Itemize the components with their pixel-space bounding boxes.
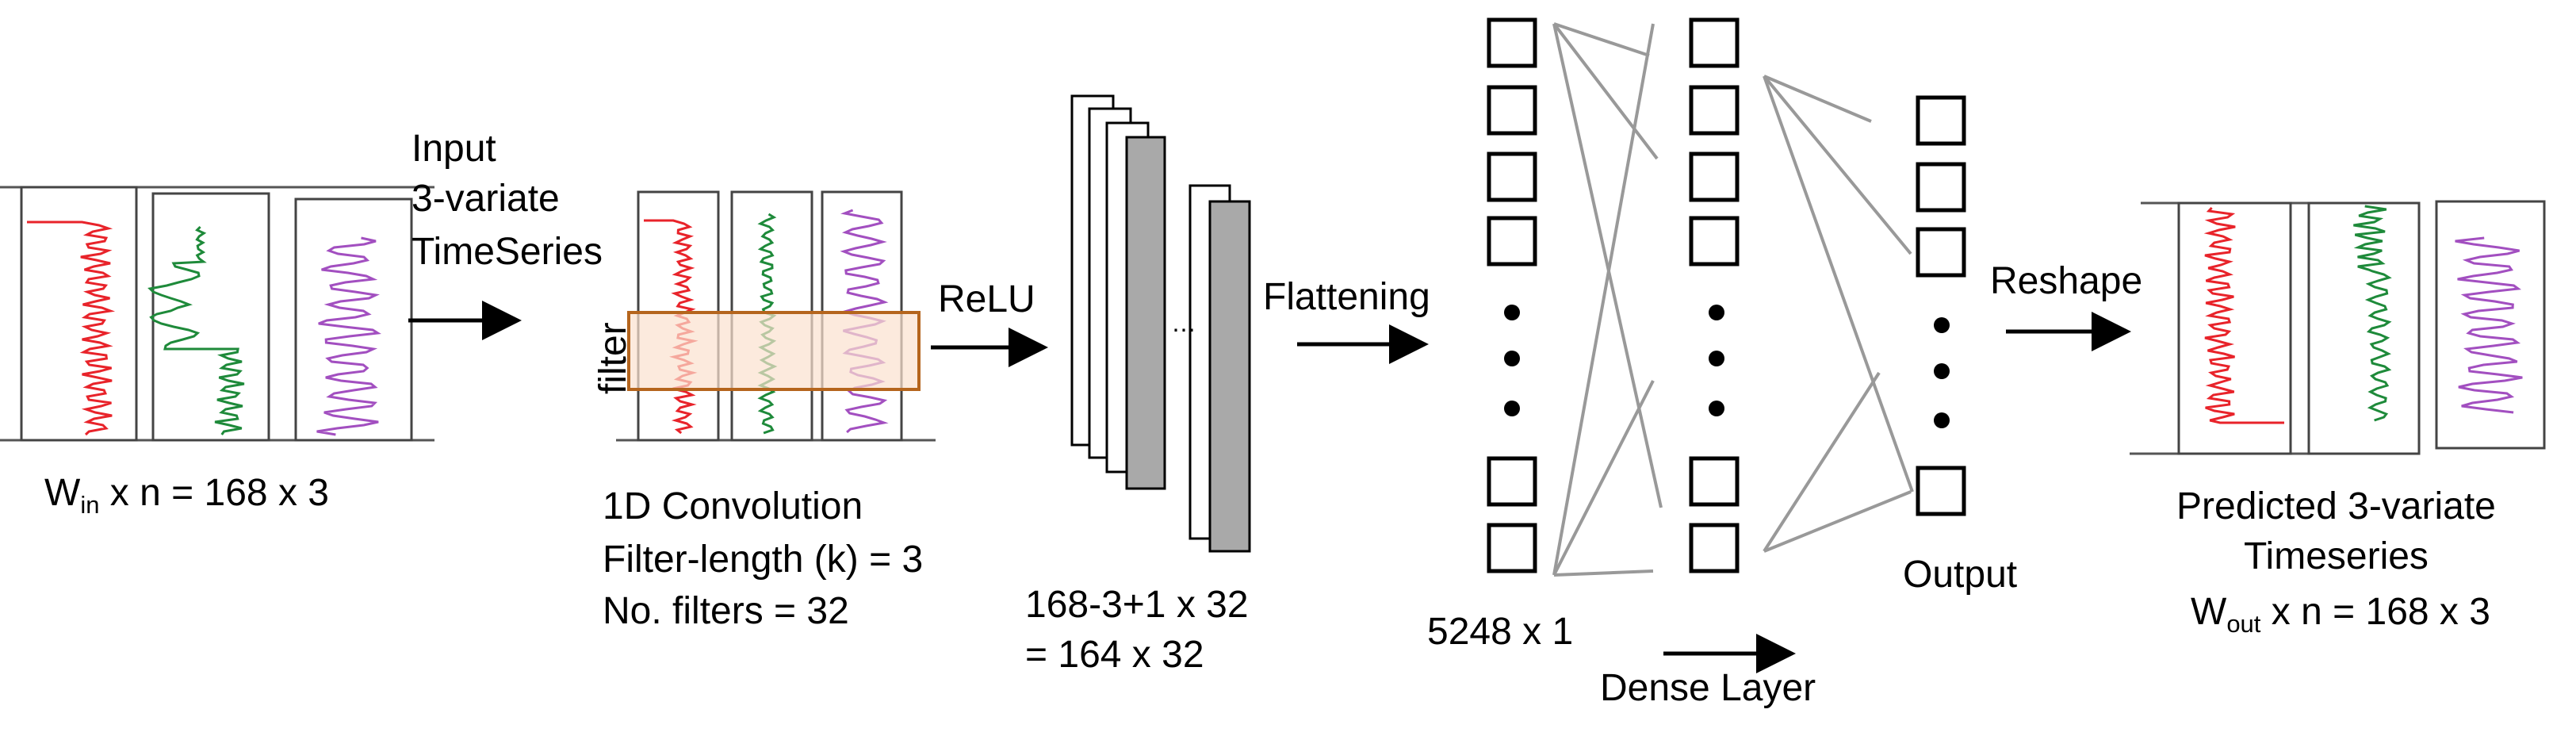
output-label: Output	[1903, 554, 2017, 596]
predicted-timeseries-panel	[2130, 200, 2546, 455]
conv-timeseries-panel	[616, 190, 936, 442]
input-shape-label: Win x n = 168 x 3	[44, 472, 329, 519]
dense-layer-ellipsis-dot	[1709, 305, 1724, 320]
dense-layer-neuron	[1689, 85, 1740, 136]
input-series-green	[147, 225, 245, 435]
dense-layer-label: Dense Layer	[1600, 667, 1816, 709]
flatten-layer-ellipsis-dot	[1504, 305, 1520, 320]
flatten-layer-neuron	[1487, 523, 1537, 573]
output-layer-ellipsis-dot	[1934, 412, 1950, 428]
dense-layer-ellipsis-dot	[1709, 351, 1724, 366]
feature-maps-ellipsis: ⋯	[1172, 317, 1196, 343]
filter-label: filter	[592, 322, 634, 394]
flatten-layer-neuron	[1487, 456, 1537, 507]
output-layer-neuron	[1916, 466, 1966, 516]
reshape-label: Reshape	[1990, 260, 2142, 302]
input-series-red	[27, 220, 116, 436]
input-caption-line2: 3-variate	[411, 178, 560, 220]
relu-label: ReLU	[938, 278, 1035, 320]
input-caption-line1: Input	[411, 128, 496, 170]
predicted-series-red	[2203, 206, 2284, 424]
input-caption-line3: TimeSeries	[411, 231, 603, 273]
output-layer-neuron	[1916, 95, 1966, 146]
conv-line3: No. filters = 32	[603, 590, 849, 632]
output-layer-ellipsis-dot	[1934, 317, 1950, 333]
dense-layer-neuron	[1689, 523, 1740, 573]
output-layer-neuron	[1916, 227, 1966, 278]
input-series-purple	[316, 236, 381, 436]
feature-maps-size-line2: = 164 x 32	[1025, 634, 1204, 676]
predicted-series-purple	[2455, 236, 2523, 414]
flattening-label: Flattening	[1263, 276, 1430, 318]
flatten-size-label: 5248 x 1	[1427, 611, 1573, 653]
dense-layer-neuron	[1689, 216, 1740, 266]
output-layer-neuron	[1916, 162, 1966, 213]
flatten-layer-ellipsis-dot	[1504, 401, 1520, 416]
input-timeseries-panel	[0, 186, 434, 442]
output-layer-ellipsis-dot	[1934, 363, 1950, 379]
prediction-line1: Predicted 3-variate	[2176, 485, 2496, 527]
dense-layer-neuron	[1689, 17, 1740, 68]
flatten-layer-neuron	[1487, 85, 1537, 136]
prediction-shape-label: Wout x n = 168 x 3	[2191, 591, 2490, 638]
flatten-layer-neuron	[1487, 17, 1537, 68]
dense-layer-neuron	[1689, 456, 1740, 507]
conv-line1: 1D Convolution	[603, 485, 863, 527]
feature-maps-size-line1: 168-3+1 x 32	[1025, 584, 1249, 626]
feature-maps-stack: ⋯	[1070, 94, 1251, 553]
prediction-line2: Timeseries	[2244, 535, 2429, 577]
predicted-series-green	[2353, 205, 2392, 422]
dense-layer-neuron	[1689, 151, 1740, 202]
conv-line2: Filter-length (k) = 3	[603, 539, 923, 581]
flatten-layer-neuron	[1487, 151, 1537, 202]
dense-layer-ellipsis-dot	[1709, 401, 1724, 416]
dense-network	[1487, 17, 1966, 577]
flatten-layer-ellipsis-dot	[1504, 351, 1520, 366]
flatten-layer-neuron	[1487, 216, 1537, 266]
filter-window	[627, 311, 921, 391]
